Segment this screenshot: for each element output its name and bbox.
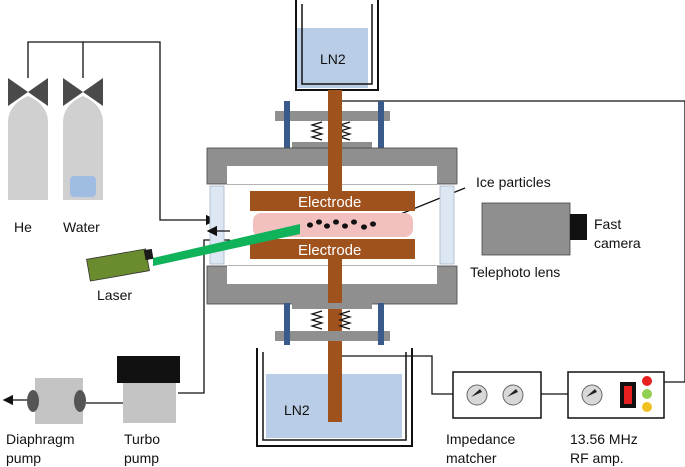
electrode-bottom (250, 239, 415, 259)
spring-icon (309, 121, 325, 141)
diaphragm-left-head (27, 390, 39, 412)
knob-icon (502, 384, 524, 406)
ice-particles-label: Ice particles (476, 174, 551, 190)
central-rod (328, 90, 342, 191)
bottom-dewar-outer (256, 348, 413, 447)
matcher-line (340, 355, 453, 395)
he-label: He (14, 219, 32, 235)
rf-amp-label: RF amp. (570, 450, 624, 466)
fast-label: Fast (594, 216, 621, 232)
post-left-top (284, 101, 290, 149)
telephoto-lens-label: Telephoto lens (470, 264, 560, 280)
bottom-dewar-inner (262, 352, 407, 441)
laser-label: Laser (97, 287, 132, 303)
turbo-body (123, 381, 176, 423)
valve-icon (8, 78, 48, 106)
valve-icon (63, 78, 103, 106)
post-right-bottom (378, 303, 384, 345)
post-right-top (378, 101, 384, 149)
matcher-label: matcher (446, 450, 497, 466)
bottom-support (275, 303, 390, 345)
electrode-bottom-label: Electrode (298, 242, 361, 259)
camera-label: camera (594, 235, 641, 251)
top-ln2-label: LN2 (320, 51, 346, 67)
he-cylinder (8, 78, 48, 200)
laser-beam (153, 224, 300, 266)
water-cylinder (63, 78, 103, 200)
impedance-label: Impedance (446, 431, 515, 447)
impedance-matcher: Impedance matcher (446, 371, 542, 466)
spring-icon (337, 310, 353, 330)
electrodes: Electrode Electrode (250, 191, 415, 259)
diaphragm-label: Diaphragm (6, 431, 74, 447)
matcher-box (452, 371, 542, 419)
rod-in-ln2 (328, 374, 342, 422)
gas-cylinder-icon (8, 96, 48, 200)
rf-amplifier: 13.56 MHz RF amp. (567, 371, 665, 466)
water-level (70, 176, 96, 197)
top-dewar-inner (301, 4, 373, 85)
camera-body (481, 202, 571, 256)
camera-lens-cap (570, 214, 587, 240)
diaphragm-pump-label: pump (6, 450, 41, 466)
turbo-label: Turbo (124, 431, 160, 447)
knob-icon (581, 384, 603, 406)
post-left-bottom (284, 303, 290, 345)
electrode-top-label: Electrode (298, 194, 361, 211)
laser-tip (143, 248, 154, 261)
diaphragm-right-head (74, 390, 86, 412)
bottom-flange (275, 331, 390, 341)
ice-particles (307, 219, 376, 230)
lamp-green (642, 389, 652, 399)
lamp-red (642, 376, 652, 386)
bottom-ln2-label: LN2 (284, 402, 310, 418)
gas-line (27, 41, 217, 226)
water-label: Water (63, 219, 100, 235)
turbo-pump-label: pump (124, 450, 159, 466)
turbo-top (117, 356, 180, 383)
laser-body (86, 248, 150, 282)
top-ln2-liquid (296, 28, 368, 88)
gas-cylinder-icon (63, 96, 103, 200)
knob-icon (466, 384, 488, 406)
laser: Laser (86, 224, 300, 303)
bottom-inner-flange (292, 303, 372, 309)
spring-icon (309, 310, 325, 330)
fast-camera: Fast camera Telephoto lens (470, 202, 641, 280)
electrode-top (250, 191, 415, 211)
top-ln2-dewar: LN2 (295, 0, 379, 91)
turbo-pump: Turbo pump (117, 356, 180, 466)
diaphragm-pump: Diaphragm pump (6, 378, 86, 466)
bottom-ln2-dewar: LN2 (256, 348, 413, 447)
rf-top-line (335, 100, 685, 383)
rf-freq-label: 13.56 MHz (570, 431, 638, 447)
lamp-yellow (642, 402, 652, 412)
window-right (439, 185, 455, 265)
